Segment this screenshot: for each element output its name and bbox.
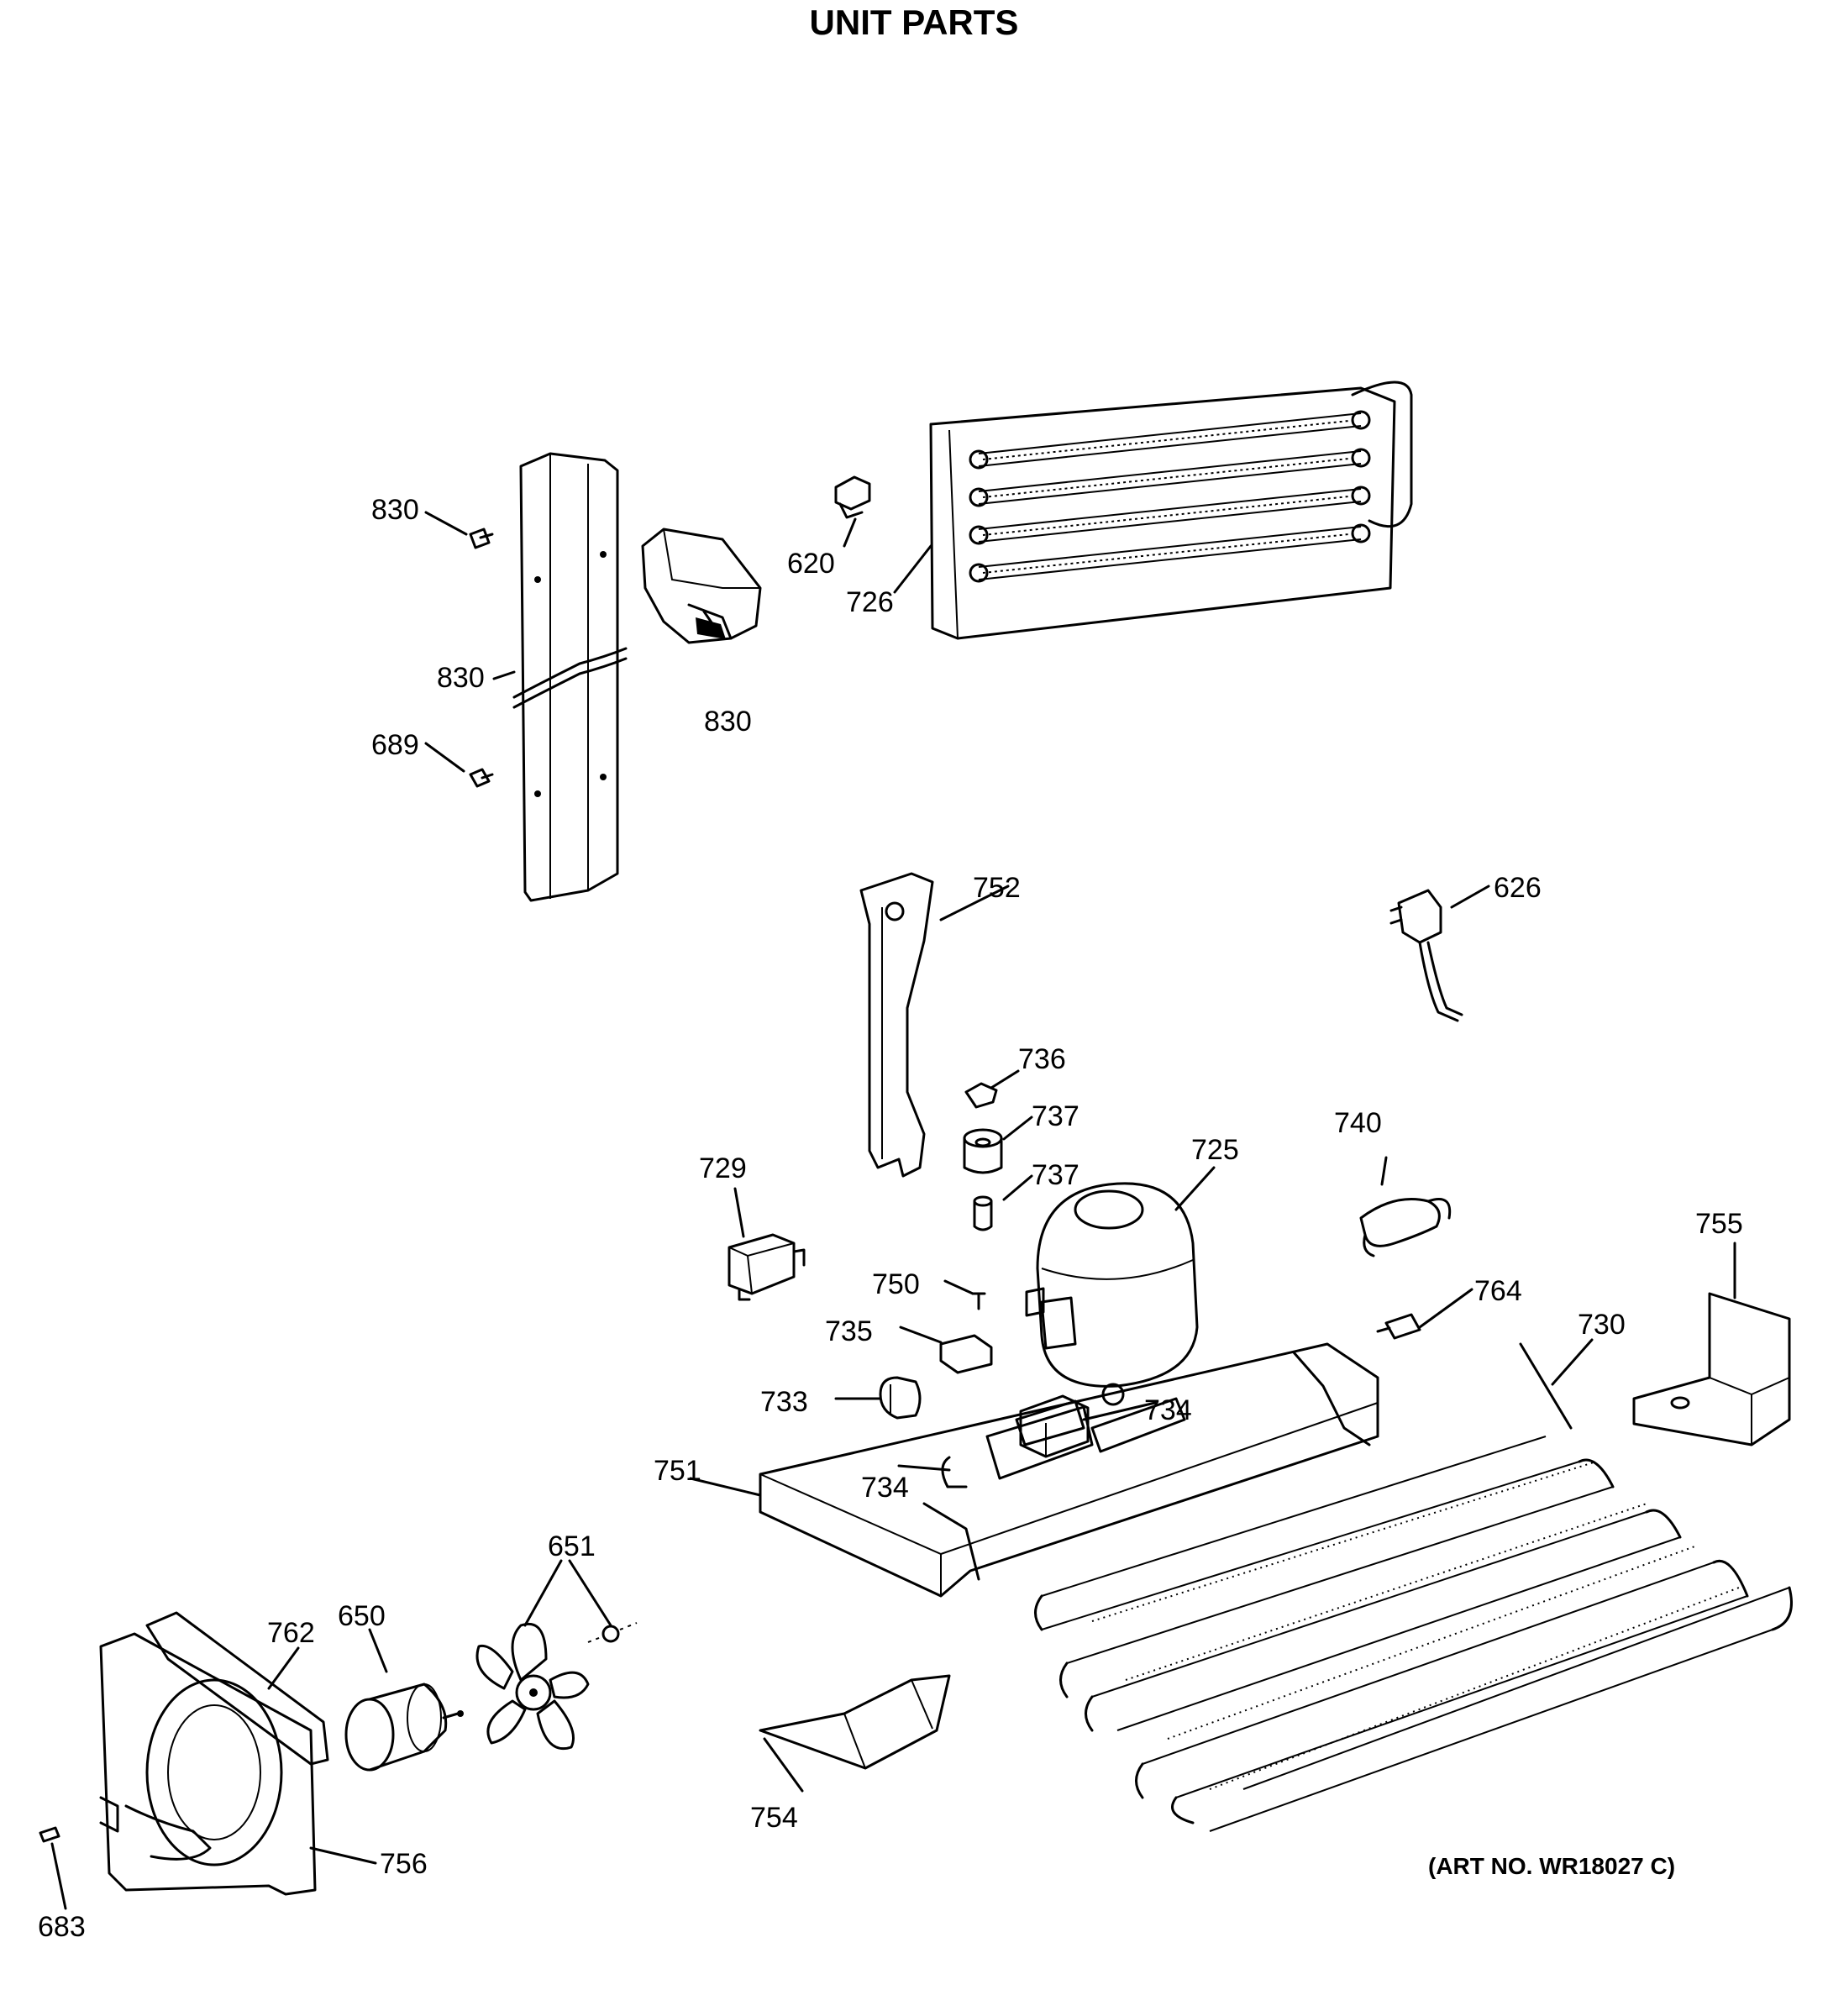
callout-620: 620	[787, 548, 835, 580]
callout-650: 650	[338, 1600, 386, 1632]
callout-750: 750	[872, 1268, 920, 1300]
grommet-737	[963, 1128, 1003, 1174]
baffle-754	[759, 1674, 951, 1770]
callout-735: 735	[825, 1315, 873, 1347]
callout-752: 752	[973, 872, 1021, 904]
callout-830-bracket: 830	[437, 662, 485, 694]
callout-737-sleeve: 737	[1032, 1159, 1079, 1191]
callout-725: 725	[1191, 1134, 1239, 1166]
base-pan	[759, 1342, 1379, 1598]
callout-762: 762	[267, 1617, 315, 1649]
screw-750	[971, 1292, 986, 1310]
overload-735	[939, 1334, 993, 1374]
fan-motor	[344, 1683, 464, 1772]
callout-726: 726	[846, 586, 894, 618]
callout-830-cover: 830	[704, 706, 752, 738]
callout-756: 756	[380, 1848, 428, 1880]
callout-733: 733	[760, 1386, 808, 1418]
screw-689	[469, 768, 494, 788]
callout-626: 626	[1494, 872, 1542, 904]
power-cord	[1389, 889, 1463, 1022]
compressor	[1025, 1182, 1199, 1406]
callout-737-grommet: 737	[1032, 1100, 1079, 1132]
callout-734-terminal: 734	[1144, 1394, 1192, 1426]
clamp-764	[1376, 1313, 1421, 1340]
callout-651: 651	[548, 1530, 596, 1562]
callout-729: 729	[699, 1152, 747, 1184]
fan-blade	[475, 1623, 590, 1750]
callout-754: 754	[750, 1802, 798, 1834]
clip-740	[1359, 1198, 1452, 1257]
art-number: (ART NO. WR18027 C)	[1428, 1853, 1676, 1879]
callout-751: 751	[654, 1455, 701, 1487]
callout-830-screw: 830	[371, 494, 419, 526]
callout-683: 683	[38, 1911, 86, 1943]
clip-620	[834, 475, 871, 519]
leader-lines	[50, 511, 1736, 1910]
channel-bracket	[512, 452, 628, 902]
bracket-755	[1632, 1292, 1791, 1446]
capacitor-729	[728, 1233, 806, 1301]
grommet-736	[964, 1082, 998, 1109]
page-title: UNIT PARTS	[809, 3, 1019, 42]
callout-764: 764	[1474, 1275, 1522, 1307]
sleeve-737	[973, 1195, 993, 1231]
screw-830	[469, 528, 494, 549]
clip-734	[941, 1456, 968, 1488]
fan-shroud	[99, 1611, 329, 1896]
callout-689: 689	[371, 729, 419, 761]
callout-755: 755	[1695, 1208, 1743, 1240]
callout-740: 740	[1334, 1107, 1382, 1139]
relay-cover	[641, 528, 762, 644]
callout-730: 730	[1578, 1309, 1626, 1341]
screw-683	[39, 1826, 60, 1843]
callout-734-clip: 734	[861, 1472, 909, 1504]
fan-nut	[587, 1622, 638, 1643]
terminal-734	[1019, 1394, 1090, 1458]
condenser	[929, 381, 1413, 640]
condenser-coil-730	[1034, 1342, 1793, 1832]
callout-736: 736	[1018, 1043, 1066, 1075]
relay-733	[879, 1376, 922, 1420]
mounting-bracket-752	[859, 872, 934, 1178]
